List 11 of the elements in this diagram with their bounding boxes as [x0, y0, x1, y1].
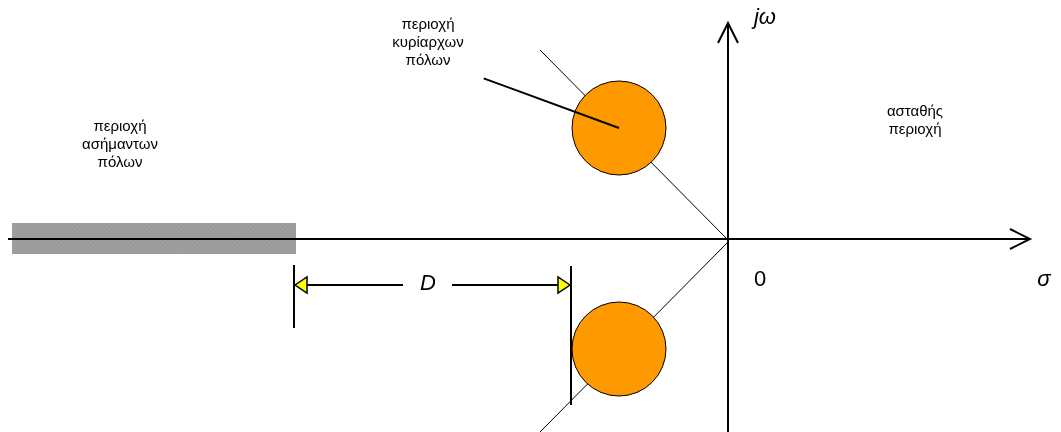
region-label: ασταθής περιοχή: [885, 102, 945, 138]
leader-line: [482, 77, 620, 129]
pole-region-circle: [571, 80, 667, 176]
region-label: περιοχή ασήμαντων πόλων: [81, 117, 159, 171]
dimension-label: D: [419, 270, 437, 297]
axis-label: jω: [745, 4, 785, 31]
pole-region-circle: [571, 301, 667, 397]
region-label: περιοχή κυρίαρχων πόλων: [391, 15, 465, 69]
axis-label: σ: [1036, 266, 1052, 293]
pole-region-band: [12, 223, 296, 254]
origin-label: 0: [752, 266, 768, 293]
